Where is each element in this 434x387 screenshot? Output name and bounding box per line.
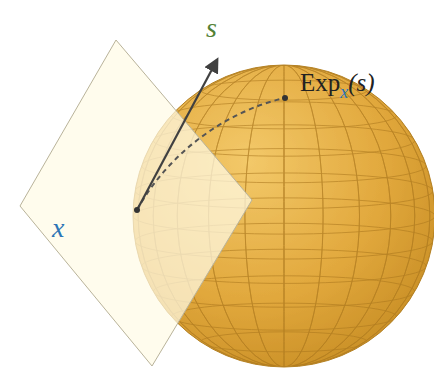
longitude-line <box>245 65 323 367</box>
exp-label: Expx(s) <box>300 70 375 95</box>
latitude-line <box>201 332 368 352</box>
vector-label: s <box>206 14 217 42</box>
exp-text: Exp <box>300 69 340 96</box>
geodesic-curve <box>137 98 285 210</box>
argument-text: (s) <box>348 69 374 96</box>
latitude-line <box>171 303 396 330</box>
longitude-line <box>284 65 285 367</box>
longitude-line <box>245 65 323 367</box>
base-point <box>134 207 140 213</box>
tangent-vector <box>137 60 217 210</box>
point-label: x <box>52 214 64 242</box>
subscript-label: x <box>340 82 348 102</box>
tangent-plane <box>20 40 252 366</box>
exp-point <box>282 95 288 101</box>
